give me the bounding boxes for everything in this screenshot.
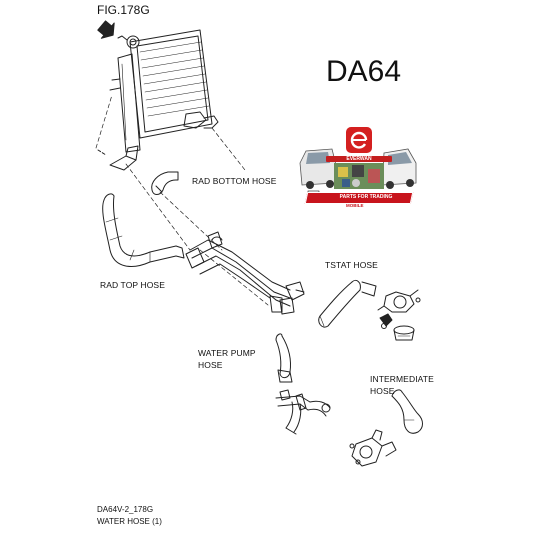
label-intermediate-hose: INTERMEDIATE HOSE [370,373,434,397]
label-intermediate-line1: INTERMEDIATE [370,374,434,384]
rad-bottom-hose [151,171,179,195]
water-pump-hose [275,333,293,383]
parts-collage [334,163,384,189]
pipe-bundle [185,231,305,315]
advert-tagline: PARTS FOR TRADING [339,194,393,200]
advert-subtag: MOBILE [346,203,364,208]
bypass-pipe [275,389,331,435]
radiator [95,29,219,171]
figure-id: FIG.178G [97,3,150,17]
label-water-pump-line1: WATER PUMP [198,348,256,358]
label-rad-bottom-hose: RAD BOTTOM HOSE [192,176,277,186]
footer-code: DA64V-2_178G [97,505,154,514]
label-water-pump-hose: WATER PUMP HOSE [198,347,256,371]
label-intermediate-line2: HOSE [370,386,395,396]
everwan-logo-icon [346,127,372,153]
advert-sticker: EVERWAN PARTS FOR TRADING MOBILE [296,125,422,215]
water-outlet [349,429,397,467]
model-code: DA64 [326,55,402,88]
footer: DA64V-2_178G WATER HOSE (1) [97,504,162,528]
advert-brand: EVERWAN [326,156,392,162]
label-rad-top-hose: RAD TOP HOSE [100,280,165,290]
label-water-pump-line2: HOSE [198,360,223,370]
intermediate-hose [391,389,423,434]
thermostat-housing [377,289,421,341]
rad-top-hose [102,193,185,267]
footer-title: WATER HOSE (1) [97,517,162,526]
tstat-hose [318,279,377,328]
front-direction-arrow-icon [97,20,115,39]
label-tstat-hose: TSTAT HOSE [325,260,378,270]
